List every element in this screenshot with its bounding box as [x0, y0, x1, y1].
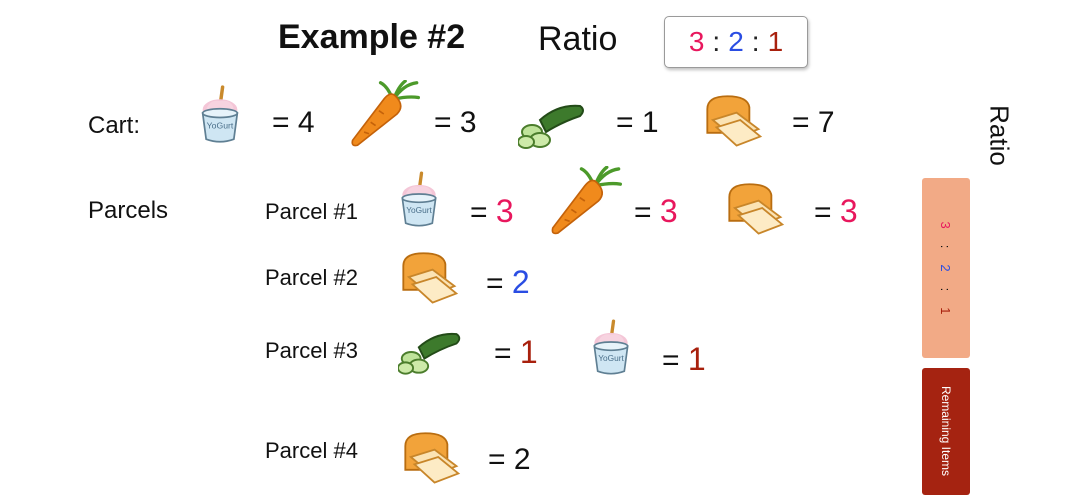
equals-sign: = — [814, 196, 832, 229]
parcel-1-bread-value: = 3 — [814, 193, 858, 230]
ratio-bar-first: 3 — [938, 221, 954, 229]
parcel-1-label: Parcel #1 — [265, 199, 358, 224]
parcel-3-cucumber-value: = 1 — [494, 334, 538, 371]
bread-icon — [398, 428, 462, 486]
cart-carrot-count: = 3 — [434, 106, 477, 139]
value: 2 — [511, 264, 530, 300]
parcel-3-label: Parcel #3 — [265, 338, 358, 363]
value: 3 — [495, 193, 514, 229]
parcel-2-bread-value: = 2 — [486, 264, 530, 301]
parcel-1-yogurt-value: = 3 — [470, 193, 514, 230]
ratio-bar-text: 3 : 2 : 1 — [936, 183, 956, 353]
ratio-value-second: 2 — [728, 26, 744, 57]
ratio-separator: : — [751, 26, 760, 57]
bread-icon — [722, 180, 786, 236]
equals-sign: = — [634, 196, 652, 229]
ratio-bar-separator: : — [938, 287, 954, 292]
parcel-3-yogurt-value: = 1 — [662, 341, 706, 378]
bread-icon — [396, 248, 460, 306]
value: 3 — [839, 193, 858, 229]
cart-yogurt-count: = 4 — [272, 106, 315, 139]
yogurt-icon — [586, 316, 636, 378]
ratio-box: 3 : 2 : 1 — [664, 16, 808, 68]
parcel-4-label: Parcel #4 — [265, 438, 358, 463]
value: 1 — [519, 334, 538, 370]
side-ratio-title-text: Ratio — [984, 105, 1015, 166]
equals-sign: = — [494, 337, 512, 370]
side-ratio-title: Ratio — [981, 100, 1015, 174]
ratio-separator: : — [712, 26, 721, 57]
value: 1 — [687, 341, 706, 377]
cart-bread-count: = 7 — [792, 106, 835, 139]
page-title: Example #2 — [278, 18, 466, 56]
equals-sign: = — [470, 196, 488, 229]
ratio-value-first: 3 — [688, 26, 705, 57]
equals-sign: = — [486, 267, 504, 300]
parcel-4-bread-value: = 2 — [488, 443, 531, 476]
remaining-items-bar: Remaining Items — [922, 368, 970, 495]
yogurt-icon — [394, 168, 444, 230]
remaining-items-label: Remaining Items — [939, 385, 953, 477]
cucumber-icon — [398, 328, 464, 376]
carrot-icon — [346, 80, 420, 148]
value: 3 — [659, 193, 678, 229]
cucumber-icon — [518, 100, 588, 150]
ratio-bar: 3 : 2 : 1 — [922, 178, 970, 358]
cart-cucumber-count: = 1 — [616, 106, 659, 139]
carrot-icon — [546, 166, 622, 236]
parcels-label: Parcels — [88, 197, 169, 224]
yogurt-icon — [194, 82, 246, 146]
parcel-1-carrot-value: = 3 — [634, 193, 678, 230]
ratio-value-third: 1 — [767, 26, 784, 57]
ratio-label: Ratio — [538, 20, 618, 58]
ratio-bar-third: 1 — [938, 307, 954, 315]
ratio-bar-second: 2 — [938, 264, 954, 272]
parcel-2-label: Parcel #2 — [265, 265, 358, 290]
equals-sign: = — [662, 344, 680, 377]
ratio-bar-separator: : — [938, 244, 954, 249]
cart-label: Cart: — [88, 112, 141, 139]
bread-icon — [700, 92, 764, 148]
